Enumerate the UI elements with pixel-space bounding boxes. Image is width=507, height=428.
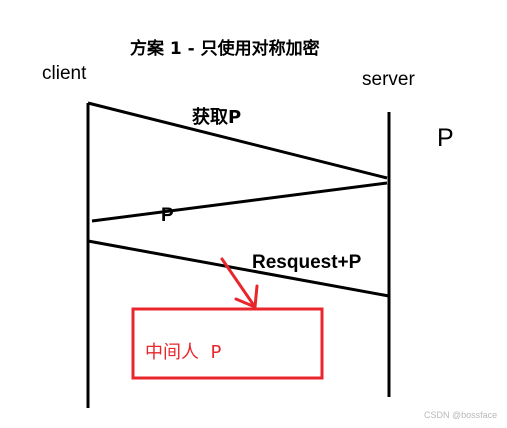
server-key-label: P xyxy=(437,124,454,152)
message-response-key-line xyxy=(91,181,388,223)
message-request-line xyxy=(87,239,390,298)
watermark: CSDN @bossface xyxy=(424,410,497,420)
message-request-key-label: 获取P xyxy=(192,106,241,128)
interception-arrow xyxy=(220,257,259,309)
server-label: server xyxy=(362,69,415,90)
message-request-key-line xyxy=(87,101,388,180)
diagram-title: 方案 1 - 只使用对称加密 xyxy=(130,38,320,59)
attacker-box xyxy=(131,307,324,380)
attacker-label: 中间人 P xyxy=(145,342,221,363)
client-label: client xyxy=(42,63,87,84)
message-request-label: Resquest+P xyxy=(252,252,362,273)
message-response-key-label: P xyxy=(161,205,174,226)
